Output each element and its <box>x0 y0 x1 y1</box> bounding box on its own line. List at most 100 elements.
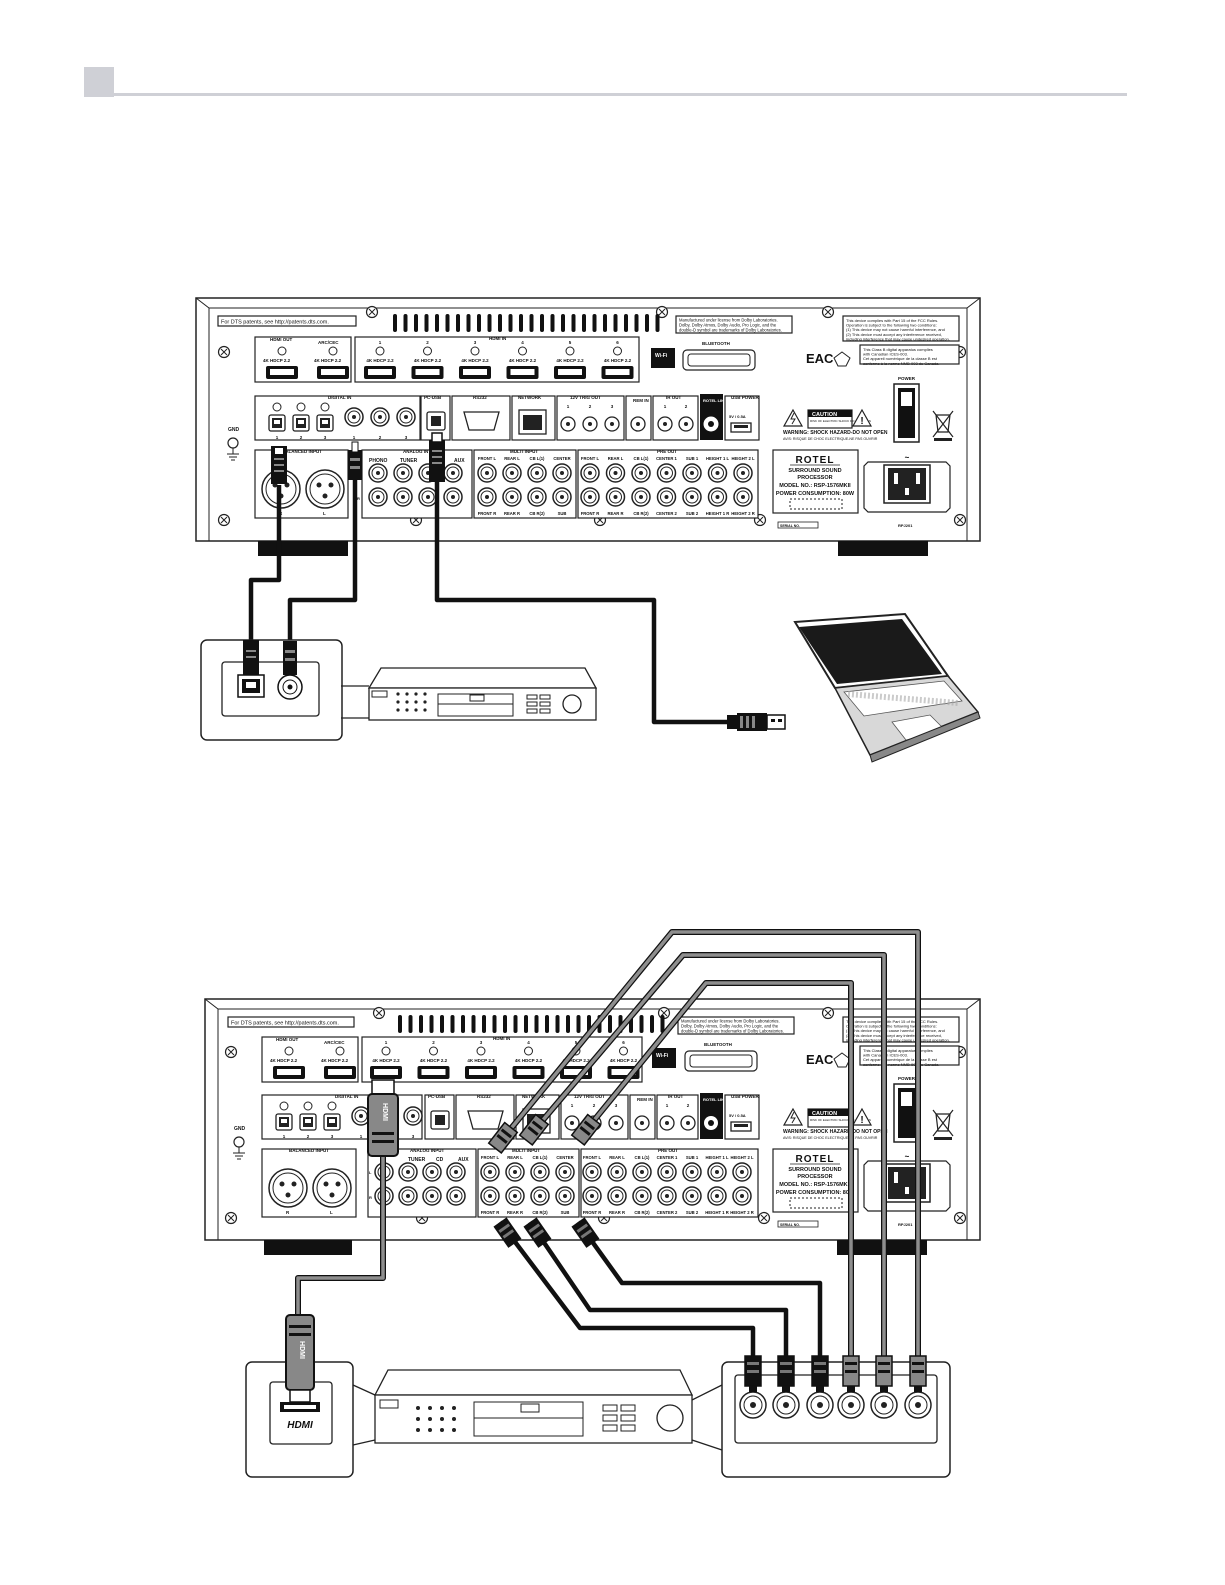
svg-text:ARC/CEC: ARC/CEC <box>324 1040 345 1045</box>
optical-plug-on-panel <box>271 446 287 484</box>
svg-text:PRE OUT: PRE OUT <box>657 449 677 454</box>
rca-jack <box>527 463 547 483</box>
svg-text:ANALOG INPUT: ANALOG INPUT <box>410 1148 445 1153</box>
rca-jack <box>582 1162 602 1182</box>
rca-jack <box>552 487 572 507</box>
vent-slot <box>414 314 418 332</box>
channel-label-top: HEIGHT 1 L <box>705 1155 728 1160</box>
digital-number: 1 <box>353 435 356 440</box>
svg-text:SURROUND SOUND: SURROUND SOUND <box>788 1167 841 1173</box>
optical-input <box>299 1113 317 1131</box>
hdmi-in-port <box>465 1066 497 1079</box>
svg-text:RPJ201: RPJ201 <box>898 523 913 528</box>
output-jack <box>870 1391 898 1419</box>
hdmi-in-port <box>411 366 444 379</box>
hdmi-in-number: 5 <box>569 340 572 345</box>
rca-jack <box>502 487 522 507</box>
source-device-top <box>200 639 598 741</box>
hdmi-out-port <box>266 366 298 379</box>
svg-text:MODEL NO.: RSP-1576MKII: MODEL NO.: RSP-1576MKII <box>779 483 851 489</box>
channel-label-top: REAR L <box>608 456 624 461</box>
rca-jack <box>656 463 677 483</box>
svg-text:4K HDCP 2.2: 4K HDCP 2.2 <box>314 358 342 363</box>
svg-text:~: ~ <box>905 453 910 462</box>
vent-slot <box>429 1015 434 1033</box>
trigger-number: 1 <box>571 1103 574 1108</box>
vent-slot <box>393 314 397 332</box>
button-dot <box>416 1428 420 1432</box>
button-dot <box>452 1428 456 1432</box>
black-cable-3 <box>576 1220 823 1360</box>
vent-slot <box>524 1015 528 1033</box>
svg-text:12V TRIG OUT: 12V TRIG OUT <box>570 395 601 400</box>
rca-jack <box>368 463 388 483</box>
vent-slot <box>519 314 523 332</box>
optical-input <box>316 414 334 432</box>
hdmi-plug-on-panel: HDMI <box>367 1079 399 1157</box>
rca-jack <box>480 1186 500 1206</box>
svg-text:SERIAL NO.: SERIAL NO. <box>780 1223 800 1227</box>
gray-rca-plug <box>875 1355 893 1392</box>
output-jack <box>772 1391 800 1419</box>
optical-input <box>323 1113 341 1131</box>
coax-input <box>396 407 416 427</box>
rca-jack <box>605 487 626 507</box>
vent-slot <box>561 314 565 332</box>
ir-number: 2 <box>687 1103 690 1108</box>
rca-jack <box>632 1186 652 1206</box>
vent-slot <box>471 1015 476 1033</box>
channel-label-bottom: CENTER 2 <box>656 511 677 516</box>
vent-slot <box>639 1015 644 1033</box>
hdcp-label: 4K HDCP 2.2 <box>467 1058 495 1063</box>
rca-jack <box>732 1162 752 1182</box>
rca-jack <box>656 487 677 507</box>
channel-label-bottom: CB R(2) <box>633 511 649 516</box>
svg-text:DIGITAL IN: DIGITAL IN <box>328 395 351 400</box>
coax-cable <box>287 480 358 645</box>
vent-slot <box>498 314 502 332</box>
hdcp-label: 4K HDCP 2.2 <box>366 358 394 363</box>
gray-rca-plug <box>909 1355 927 1392</box>
rca-jack <box>580 487 600 507</box>
channel-label-top: REAR L <box>507 1155 523 1160</box>
button-dot <box>423 692 427 696</box>
button-dot <box>396 708 400 712</box>
fcc-note: This device complies with Part 15 of the… <box>846 318 950 341</box>
channel-label-top: FRONT L <box>583 1155 602 1160</box>
svg-text:ROTEL LINK: ROTEL LINK <box>703 398 727 403</box>
button-dot <box>452 1406 456 1410</box>
vent-slot <box>571 314 576 332</box>
coax-input <box>344 407 364 427</box>
button-dot <box>452 1417 456 1421</box>
svg-text:Wi-Fi: Wi-Fi <box>655 353 668 359</box>
rca-jack <box>707 1162 727 1182</box>
optical-input <box>275 1113 293 1131</box>
digital-number: 3 <box>405 435 408 440</box>
digital-number: 2 <box>300 435 303 440</box>
trigger-number: 2 <box>593 1103 596 1108</box>
hdmi-in-number: 5 <box>575 1040 578 1045</box>
rca-jack <box>443 463 463 483</box>
svg-text:NETWORK: NETWORK <box>518 395 542 400</box>
vent-slot <box>655 314 660 332</box>
svg-text:5V / 0.5A: 5V / 0.5A <box>729 414 746 419</box>
wifi-badge <box>651 348 675 368</box>
channel-label-bottom: SUB 2 <box>686 1210 699 1215</box>
vent-slot <box>456 314 460 332</box>
rca-jack <box>505 1186 525 1206</box>
rca-jack <box>733 463 753 483</box>
page-header-bar <box>84 67 1127 97</box>
svg-text:MODEL NO.: RSP-1576MKII: MODEL NO.: RSP-1576MKII <box>779 1182 851 1188</box>
channel-label-bottom: HEIGHT 2 R <box>730 1210 754 1215</box>
coax-plug-on-source <box>277 641 303 700</box>
digital-number: 3 <box>412 1134 415 1139</box>
channel-label-top: REAR L <box>609 1155 625 1160</box>
channel-label-bottom: SUB 2 <box>686 511 699 516</box>
rca-jack <box>632 1162 652 1182</box>
vent-slot <box>398 1015 402 1033</box>
svg-text:HDMI OUT: HDMI OUT <box>276 1037 298 1042</box>
optical-plug-on-source <box>237 640 265 698</box>
button-dot <box>416 1406 420 1410</box>
rca-jack <box>707 463 728 483</box>
